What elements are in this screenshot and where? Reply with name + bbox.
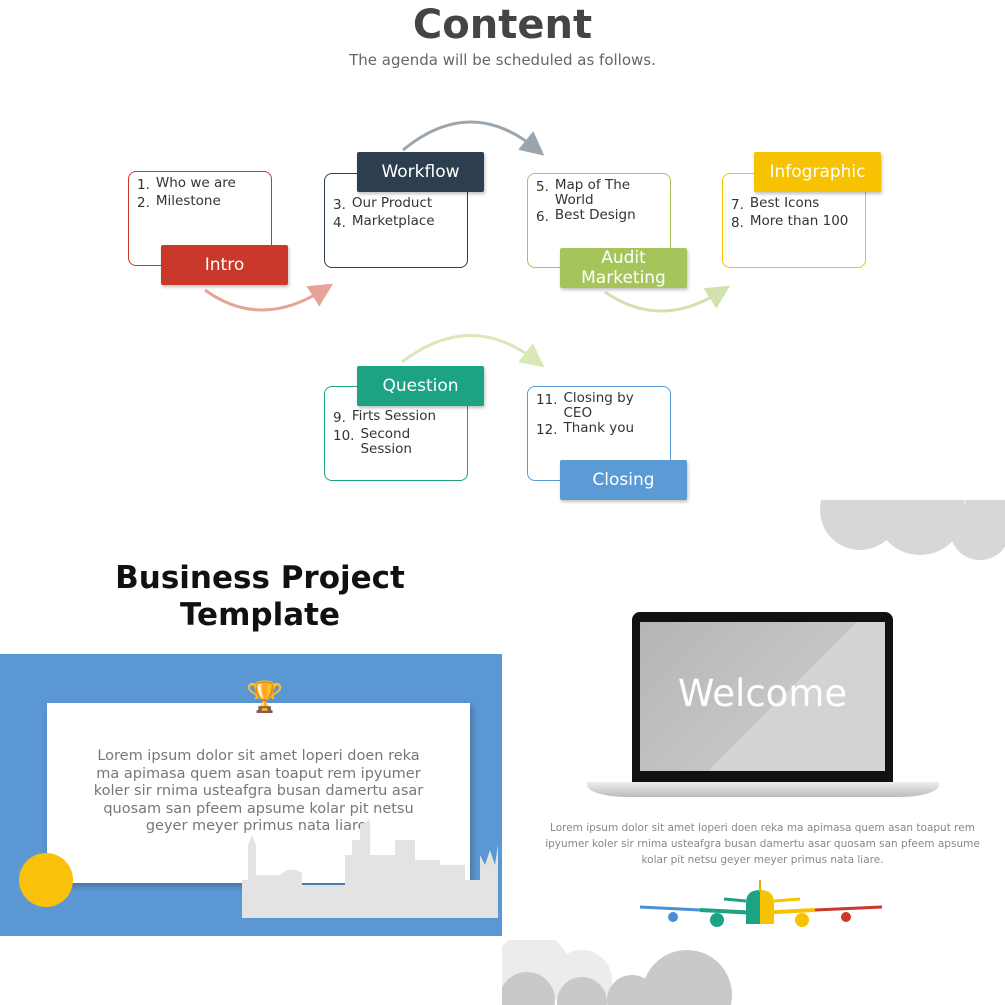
step-item: 3. Our Product bbox=[333, 196, 459, 214]
item-number: 3. bbox=[333, 197, 346, 213]
text-line: koler sir rnima usteafgra busan damertu … bbox=[93, 783, 424, 799]
step-item: 11. Closing by CEO bbox=[536, 391, 662, 421]
item-number: 8. bbox=[731, 215, 744, 231]
welcome-paragraph: Lorem ipsum dolor sit amet loperi doen r… bbox=[535, 820, 990, 868]
step-item: 2. Milestone bbox=[137, 194, 263, 212]
item-text: Marketplace bbox=[351, 213, 435, 229]
item-number: 1. bbox=[137, 177, 150, 193]
step-item: 5. Map of The World bbox=[536, 178, 662, 208]
laptop-base bbox=[587, 782, 939, 797]
agenda-arrows bbox=[204, 120, 731, 368]
item-number: 7. bbox=[731, 197, 744, 213]
step-label-1: Workflow bbox=[357, 152, 484, 192]
item-text: Map of The World bbox=[554, 177, 631, 208]
item-number: 2. bbox=[137, 195, 150, 211]
step-item: 8. More than 100 bbox=[731, 214, 857, 232]
text-line: kolar pit netsu geyer meyer primus nata … bbox=[641, 854, 884, 866]
step-item: 9. Firts Session bbox=[333, 409, 459, 427]
text-line: Lorem ipsum dolor sit amet loperi doen r… bbox=[550, 822, 975, 834]
item-number: 9. bbox=[333, 410, 346, 426]
step-label-5: Closing bbox=[560, 460, 687, 500]
item-text: Best Design bbox=[554, 207, 636, 223]
cloud-top bbox=[820, 500, 1005, 560]
arrow-intro bbox=[204, 283, 334, 312]
step-item: 7. Best Icons bbox=[731, 196, 857, 214]
item-number: 4. bbox=[333, 215, 346, 231]
text-line: geyer meyer primus nata liare. bbox=[145, 818, 372, 834]
city-skyline bbox=[242, 820, 498, 918]
content-title: Content bbox=[412, 2, 593, 48]
text-line: ipyumer koler sir rnima usteafgra busan … bbox=[545, 838, 980, 850]
arrow-workflow bbox=[402, 120, 545, 156]
welcome-text: Welcome bbox=[677, 672, 848, 715]
item-number: 11. bbox=[536, 392, 558, 408]
step-item: 6. Best Design bbox=[536, 208, 662, 226]
item-number: 12. bbox=[536, 422, 558, 438]
item-number: 10. bbox=[333, 428, 355, 444]
step-label-4: Question bbox=[357, 366, 484, 406]
item-text: Second Session bbox=[360, 426, 412, 457]
text-line: quosam san pfeem apsume kolar pit netsu bbox=[103, 800, 414, 817]
item-text: Best Icons bbox=[749, 195, 820, 211]
step-label-2: Audit Marketing bbox=[560, 248, 687, 288]
step-item: 1. Who we are bbox=[137, 176, 263, 194]
arrow-audit bbox=[604, 285, 731, 313]
laptop-screen bbox=[640, 622, 885, 771]
item-text: Our Product bbox=[351, 195, 433, 211]
item-text: Firts Session bbox=[351, 408, 437, 424]
item-number: 5. bbox=[536, 179, 549, 195]
item-text: Closing by CEO bbox=[563, 390, 634, 421]
item-text: Milestone bbox=[155, 193, 221, 209]
item-number: 6. bbox=[536, 209, 549, 225]
item-text: Who we are bbox=[155, 175, 236, 191]
item-text: Thank you bbox=[563, 420, 635, 436]
text-line: Lorem ipsum dolor sit amet loperi doen r… bbox=[97, 748, 420, 764]
airplane-icon bbox=[640, 880, 883, 927]
step-label-3: Infographic bbox=[754, 152, 881, 192]
yellow-circle bbox=[19, 853, 73, 907]
text-line: ma apimasa quem asan toaput rem ipyumer bbox=[96, 765, 421, 782]
step-item: 4. Marketplace bbox=[333, 214, 459, 232]
step-item: 10. Second Session bbox=[333, 427, 459, 457]
item-text: More than 100 bbox=[749, 213, 849, 229]
arrow-question bbox=[401, 334, 545, 368]
business-text: Lorem ipsum dolor sit amet loperi doen r… bbox=[47, 748, 470, 836]
trophy-icon: 🏆 bbox=[246, 680, 284, 715]
step-label-0: Intro bbox=[161, 245, 288, 285]
title-line: Template bbox=[180, 597, 340, 633]
content-subtitle: The agenda will be scheduled as follows. bbox=[349, 51, 656, 69]
title-line: Business Project bbox=[115, 560, 405, 596]
cloud-bottom bbox=[502, 940, 732, 1005]
step-item: 12. Thank you bbox=[536, 421, 662, 439]
